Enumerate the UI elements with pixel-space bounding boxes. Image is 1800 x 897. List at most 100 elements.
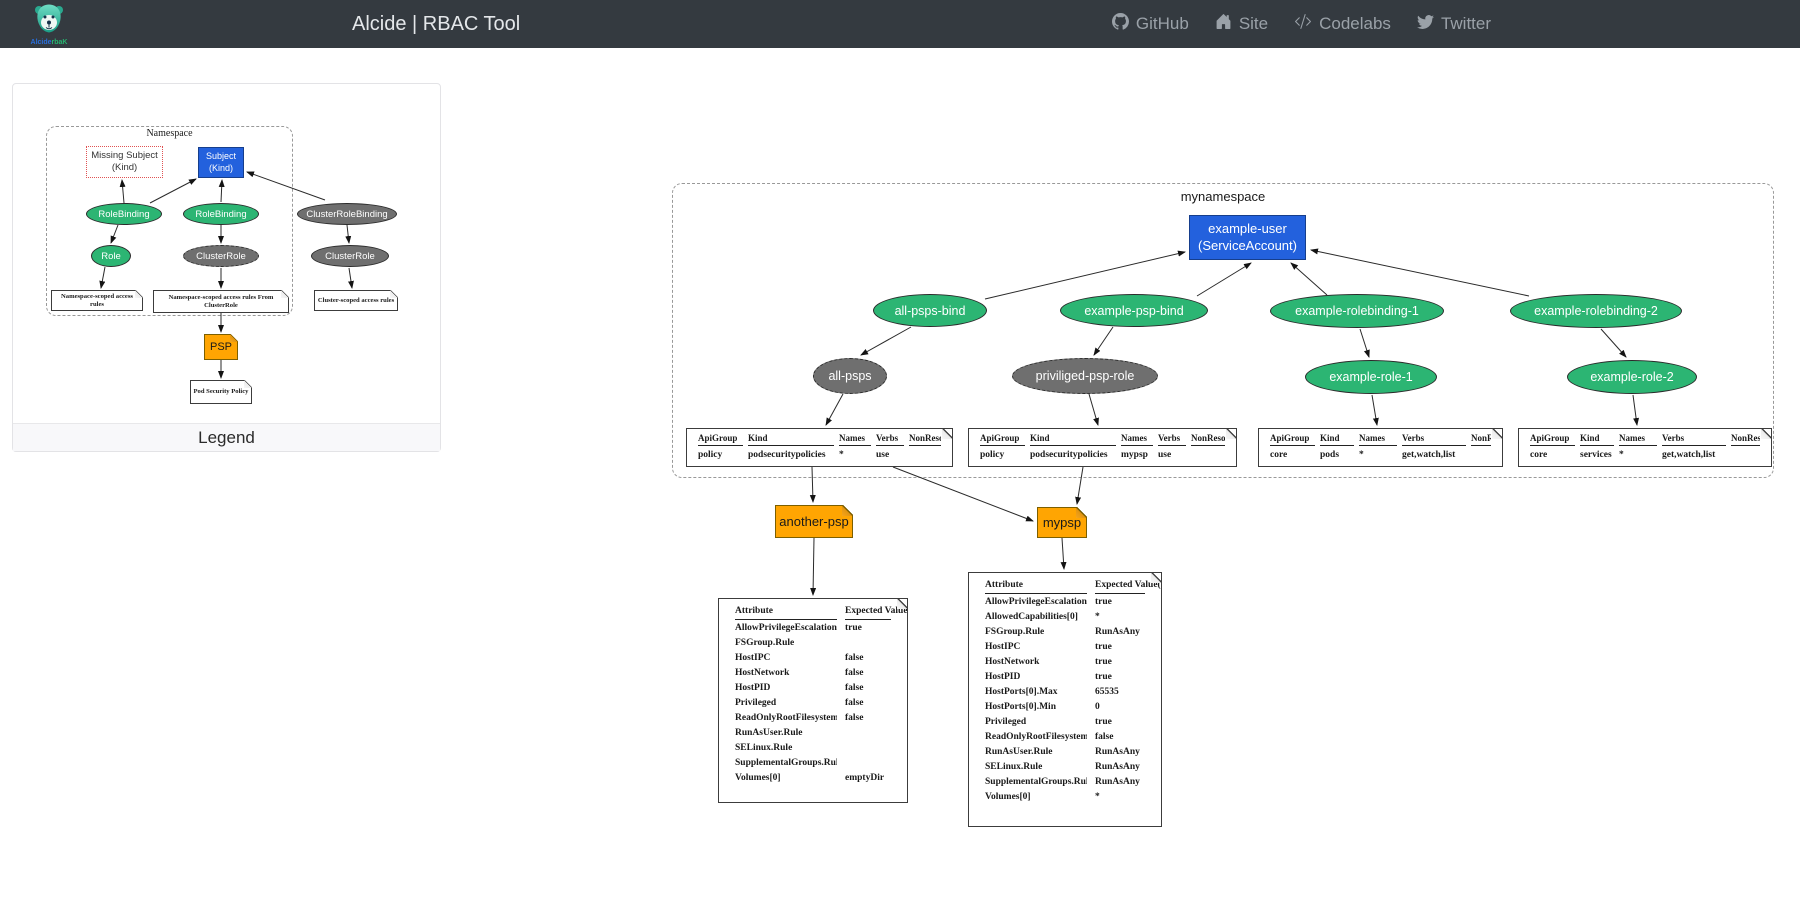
rule-header: Names (1359, 430, 1397, 446)
rule-cell: podsecuritypolicies (1030, 450, 1108, 460)
nav-link-site[interactable]: Site (1202, 13, 1281, 35)
rule-cell: mypsp (1121, 450, 1148, 460)
role-example-role-2: example-role-2 (1567, 360, 1697, 394)
attr-value: false (1095, 731, 1114, 742)
rule-header: NonResourceURI (1191, 430, 1225, 446)
rule-header: NonResourceURI (909, 430, 941, 446)
attr-name: HostPorts[0].Max (985, 686, 1058, 697)
note-text: Namespace-scoped access rules (61, 293, 133, 308)
psp-attr-table-mypsp: Attribute Expected Value(s) AllowPrivile… (968, 572, 1162, 827)
folded-corner-icon (1076, 507, 1087, 518)
attr-value (845, 740, 891, 755)
app-title: Alcide | RBAC Tool (352, 13, 521, 35)
attr-value: true (1095, 671, 1112, 682)
legend-card-footer: Legend (13, 423, 440, 451)
rule-row: core services * get,watch,list (1530, 446, 1760, 462)
nav-link-github[interactable]: GitHub (1099, 13, 1202, 35)
attr-row: SupplementalGroups.Rule (735, 755, 891, 770)
attr-name: Privileged (985, 716, 1027, 727)
folded-corner-icon (1761, 429, 1771, 439)
rule-header: Kind (1320, 430, 1354, 446)
attr-value: false (845, 697, 864, 708)
attr-name: FSGroup.Rule (735, 637, 795, 648)
legend-namespace-cluster (46, 126, 293, 316)
rule-header: Kind (1580, 430, 1614, 446)
twitter-icon (1416, 13, 1434, 35)
attr-name: SupplementalGroups.Rule (735, 757, 837, 768)
legend-cluster-rules-note: Cluster-scoped access rules (314, 290, 398, 311)
folded-corner-icon (230, 334, 238, 342)
attr-value: RunAsAny (1095, 626, 1140, 637)
brand-logo[interactable]: AlciderbaK (26, 2, 72, 48)
mynamespace-label: mynamespace (1180, 189, 1266, 204)
rule-table-all-psps: ApiGroup Kind Names Verbs NonResourceURI… (686, 428, 953, 467)
rule-table-priviliged-psp-role: ApiGroup Kind Names Verbs NonResourceURI… (968, 428, 1237, 467)
rule-header: ApiGroup (698, 430, 743, 446)
rule-cell: services (1580, 450, 1612, 460)
attr-header: Attribute (735, 602, 837, 620)
rule-row: core pods * get,watch,list (1270, 446, 1491, 462)
rule-cell: use (1158, 450, 1172, 460)
rule-cell: policy (980, 450, 1005, 460)
nav-link-label: Site (1238, 14, 1269, 33)
node-label: Subject (205, 151, 237, 162)
rule-cell (1471, 446, 1491, 462)
folded-corner-icon (842, 505, 853, 516)
attr-name: HostPID (985, 671, 1021, 682)
attr-name: AllowedCapabilities[0] (985, 611, 1078, 622)
attr-row: AllowedCapabilities[0]* (985, 609, 1145, 624)
rule-header: Names (1619, 430, 1657, 446)
attr-name: AllowPrivilegeEscalation (985, 596, 1087, 607)
attr-value: false (845, 652, 864, 663)
folded-corner-icon (1226, 429, 1236, 439)
rule-header: NonResourceURI (1471, 430, 1491, 446)
legend-clusterrole-node: ClusterRole (311, 245, 389, 267)
rule-cell: * (1619, 450, 1624, 460)
node-label: (Kind) (111, 162, 138, 173)
rule-table-example-role-2: ApiGroup Kind Names Verbs NonResourceURI… (1518, 428, 1772, 467)
attr-value (845, 755, 891, 770)
psp-node-mypsp: mypsp (1037, 507, 1087, 538)
binding-example-rolebinding-2: example-rolebinding-2 (1510, 294, 1682, 328)
legend-card: Namespace Mi (12, 83, 441, 452)
logo-caption: AlciderbaK (30, 39, 68, 46)
role-priviliged-psp-role: priviliged-psp-role (1012, 358, 1158, 394)
legend-rolebinding-node: RoleBinding (183, 203, 259, 225)
attr-value: false (845, 682, 864, 693)
folded-corner-icon (942, 429, 952, 439)
legend-clusterrolebinding-node: ClusterRoleBinding (297, 203, 397, 225)
attr-value: RunAsAny (1095, 761, 1140, 772)
rule-header: ApiGroup (1530, 430, 1575, 446)
note-text: Cluster-scoped access rules (317, 296, 395, 304)
attr-value: RunAsAny (1095, 746, 1140, 757)
psp-node-another-psp: another-psp (775, 505, 853, 538)
rule-header: ApiGroup (980, 430, 1025, 446)
role-example-role-1: example-role-1 (1305, 360, 1437, 394)
binding-example-psp-bind: example-psp-bind (1060, 294, 1208, 327)
rule-header: Verbs (1158, 430, 1186, 446)
attr-value: emptyDir (845, 772, 885, 783)
rule-cell: core (1530, 450, 1548, 460)
attr-value: false (845, 712, 864, 723)
nav-link-label: Twitter (1440, 14, 1491, 33)
rule-header: Verbs (1402, 430, 1466, 446)
rule-cell: get,watch,list (1662, 450, 1716, 460)
nav-link-twitter[interactable]: Twitter (1404, 13, 1504, 35)
folded-corner-icon (390, 290, 398, 298)
legend-subject-node: Subject (Kind) (198, 147, 244, 178)
nav-link-label: Codelabs (1319, 14, 1391, 33)
nav-links: GitHub Site Codelabs Twitter (1099, 0, 1504, 48)
note-text: Pod Security Policy (193, 388, 249, 396)
legend-pod-security-policy-note: Pod Security Policy (190, 380, 252, 404)
attr-value (845, 635, 891, 650)
nav-link-codelabs[interactable]: Codelabs (1281, 13, 1404, 35)
